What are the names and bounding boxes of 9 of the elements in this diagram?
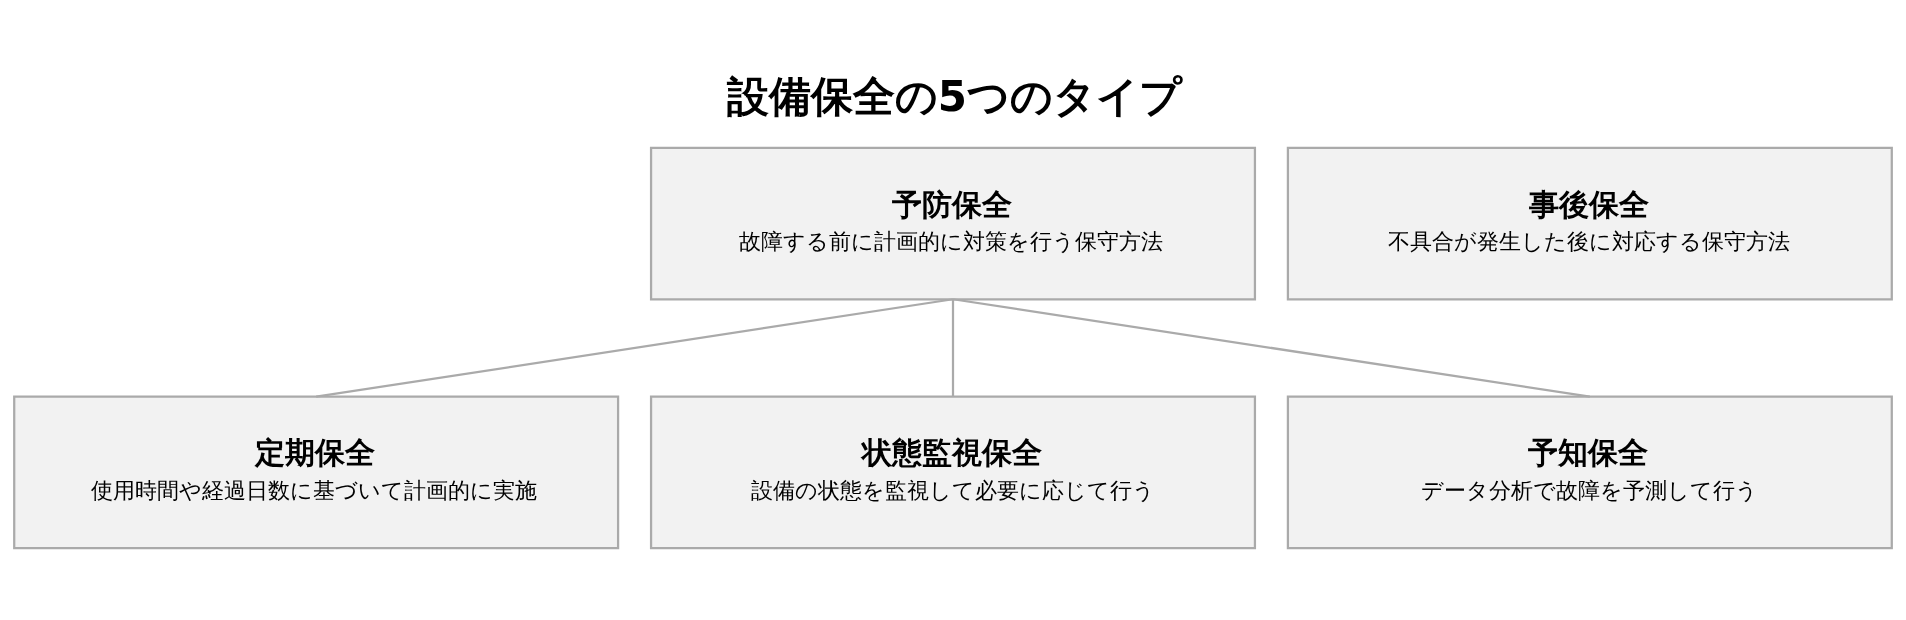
node-box: 予知保全 データ分析で故障を予測して行う [1286, 395, 1893, 549]
connector [316, 297, 954, 398]
connector [951, 298, 955, 397]
node-box: 予防保全 故障する前に計画的に対策を行う保守方法 [649, 146, 1257, 300]
node-box: 状態監視保全 設備の状態を監視して必要に応じて行う [649, 395, 1257, 549]
node-box: 事後保全 不具合が発生した後に対応する保守方法 [1286, 146, 1893, 300]
diagram-title: 設備保全の5つのタイプ [726, 71, 1182, 121]
node-box: 定期保全 使用時間や経過日数に基づいて計画的に実施 [13, 395, 620, 549]
connector [952, 297, 1590, 398]
